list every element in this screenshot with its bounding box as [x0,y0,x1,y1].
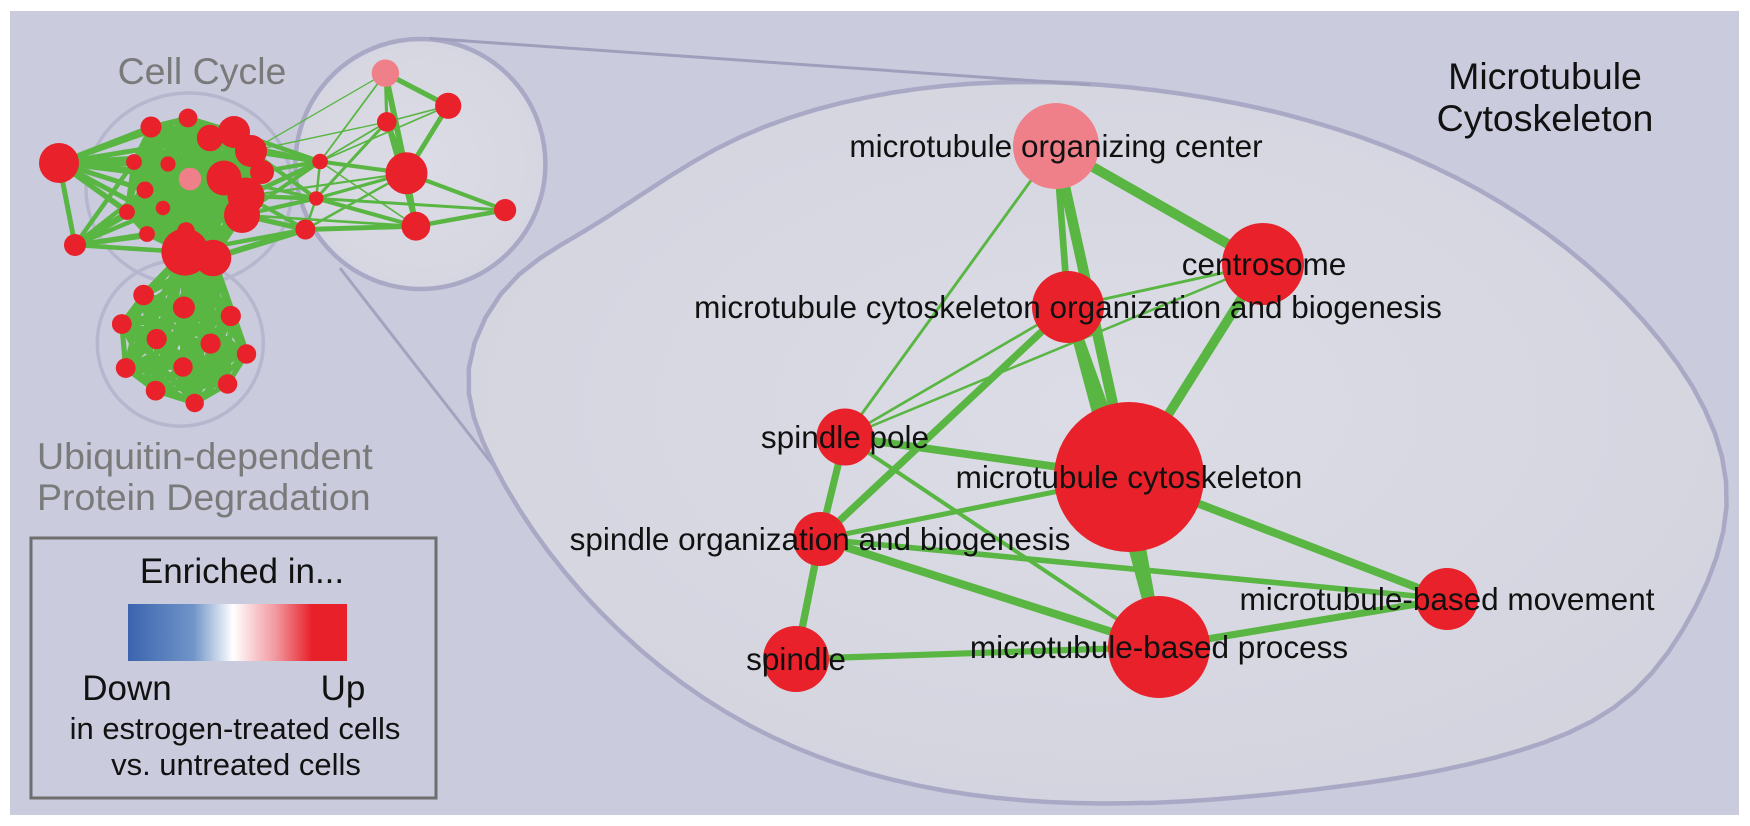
svg-text:centrosome: centrosome [1182,246,1347,282]
svg-text:Protein Degradation: Protein Degradation [37,476,371,518]
svg-text:Cell Cycle: Cell Cycle [118,50,287,92]
svg-text:microtubule-based process: microtubule-based process [970,629,1348,665]
svg-text:microtubule cytoskeleton: microtubule cytoskeleton [956,459,1303,495]
svg-text:Down: Down [82,669,171,708]
svg-text:microtubule cytoskeleton organ: microtubule cytoskeleton organization an… [694,289,1442,325]
svg-text:Enriched in...: Enriched in... [140,552,344,591]
svg-text:microtubule organizing center: microtubule organizing center [849,128,1262,164]
svg-text:Up: Up [321,669,366,708]
svg-text:microtubule-based movement: microtubule-based movement [1240,581,1655,617]
svg-text:Microtubule: Microtubule [1448,55,1642,97]
svg-text:in estrogen-treated cells: in estrogen-treated cells [70,711,401,746]
svg-text:spindle pole: spindle pole [761,419,929,455]
svg-text:Cytoskeleton: Cytoskeleton [1437,97,1654,139]
svg-text:spindle organization and bioge: spindle organization and biogenesis [570,521,1071,557]
svg-text:spindle: spindle [746,641,846,677]
svg-text:Ubiquitin-dependent: Ubiquitin-dependent [37,435,373,477]
svg-text:vs. untreated cells: vs. untreated cells [111,747,361,782]
